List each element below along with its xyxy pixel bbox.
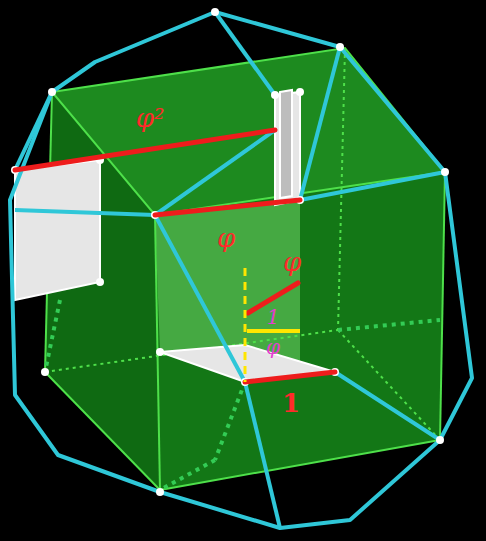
vertices (11, 8, 449, 496)
cube-front (155, 172, 445, 490)
hidden-dodeca-edges (45, 300, 440, 490)
cube-edges (45, 48, 445, 490)
length-label: 1 (282, 390, 300, 416)
fraction-numerator: 1 (267, 307, 280, 327)
length-label: φ (217, 225, 235, 251)
length-label: φ (283, 249, 301, 275)
cube-body (45, 48, 445, 490)
length-segments (15, 130, 335, 382)
height-dash (244, 268, 247, 382)
hidden-edges (45, 48, 440, 440)
fraction-segment (247, 329, 300, 333)
fraction-denominator: φ (266, 337, 280, 357)
dodecahedron-edges (10, 12, 472, 528)
length-label: φ² (136, 105, 165, 131)
roof-panels (15, 90, 335, 382)
